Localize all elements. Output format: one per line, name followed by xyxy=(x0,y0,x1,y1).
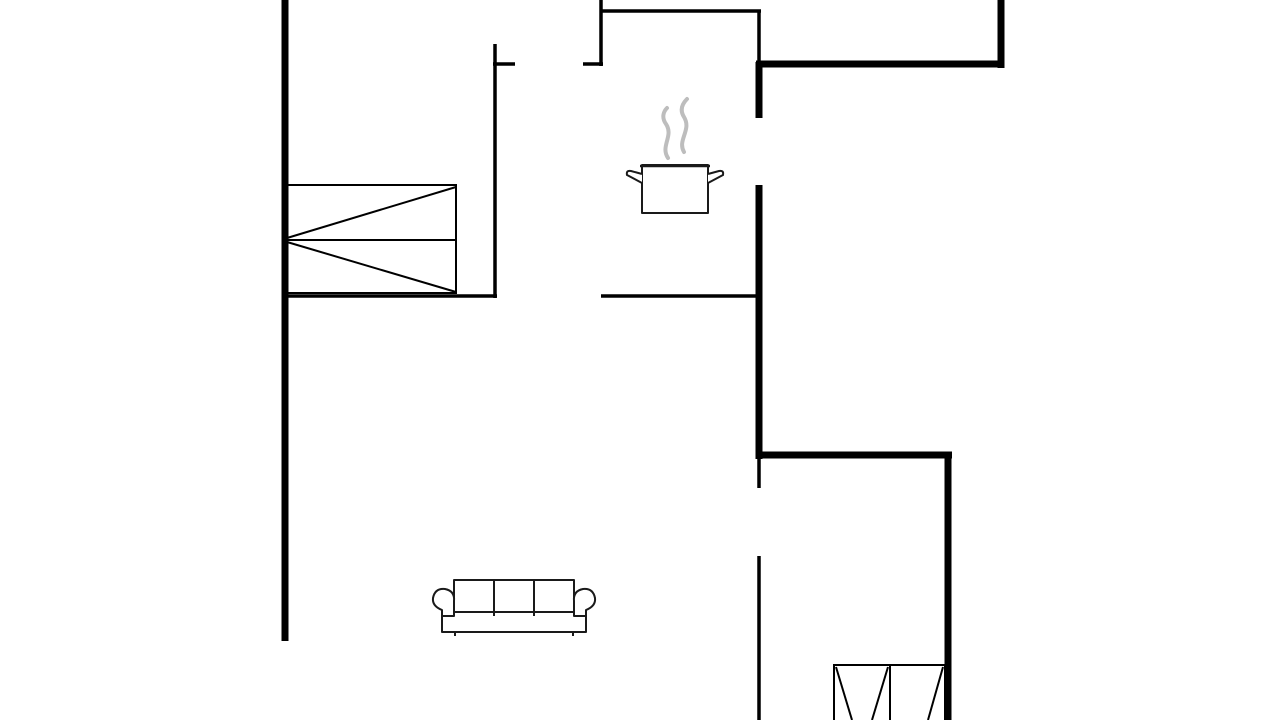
steam-left xyxy=(661,106,671,160)
sofa-arm-right xyxy=(572,587,597,617)
staircase-diagonal-upper xyxy=(286,186,457,239)
wardrobe-symbol xyxy=(833,664,946,720)
steam-right xyxy=(679,97,689,154)
staircase-symbol xyxy=(286,184,457,294)
staircase-diagonal-lower xyxy=(286,241,457,293)
pot-body xyxy=(641,164,709,214)
pot-handle-left xyxy=(625,169,643,184)
wardrobe-door-left-b xyxy=(871,666,889,720)
exterior-walls xyxy=(281,0,1005,720)
sofa-arm-left xyxy=(431,587,456,617)
pot-handle-right xyxy=(707,169,725,184)
interior-walls xyxy=(285,0,761,720)
sofa-icon xyxy=(431,579,597,636)
cooking-pot-icon xyxy=(625,97,725,214)
wardrobe-door-right-a xyxy=(927,666,944,720)
sofa-back xyxy=(453,579,575,613)
wardrobe-door-left-a xyxy=(835,666,853,720)
